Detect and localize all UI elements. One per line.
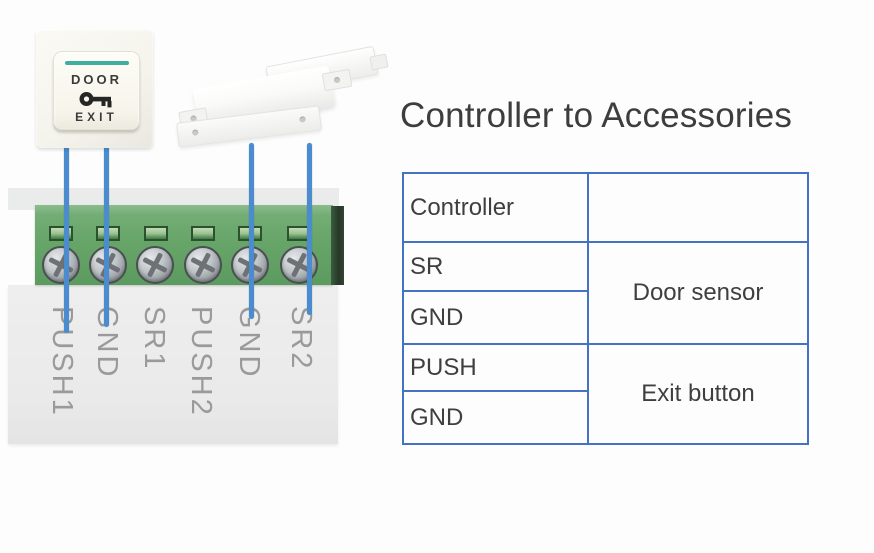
page-title: Controller to Accessories — [400, 96, 793, 135]
door-sensor-device — [175, 45, 380, 150]
screw-hole — [299, 116, 306, 123]
terminal-slot — [144, 226, 168, 241]
controller-case-panel — [8, 285, 338, 444]
terminal-screw — [42, 246, 80, 284]
terminal-screw — [136, 246, 174, 284]
terminal-slot — [49, 226, 73, 241]
terminal-label-push1: PUSH1 — [46, 306, 78, 418]
table-row: GND — [402, 390, 808, 445]
accessories-table: Controller SR Door sensor GND PUSH Exit … — [402, 172, 809, 445]
key-icon — [54, 90, 139, 108]
screw-hole — [191, 129, 199, 136]
exit-button-exit-label: EXIT — [75, 110, 118, 124]
table-cell-door-sensor: Door sensor — [587, 241, 809, 345]
wire-sensor-to-gnd — [249, 143, 254, 319]
door-sensor-mount-ear — [321, 68, 353, 92]
table-row: PUSH Exit button — [402, 343, 809, 445]
table-cell-exit-button: Exit button — [587, 343, 809, 445]
terminal-screw — [280, 246, 318, 284]
table-row: GND — [402, 290, 808, 345]
terminal-slot — [191, 226, 215, 241]
exit-button-accent-line — [64, 61, 129, 65]
table-row: Controller — [402, 172, 809, 243]
exit-button-face: DOOR EXIT — [53, 51, 140, 130]
terminal-label-push2: PUSH2 — [185, 306, 217, 418]
table-row: SR Door sensor — [402, 241, 809, 345]
photo-backdrop-band — [8, 188, 339, 210]
terminal-label-sr2: SR2 — [285, 306, 317, 372]
wire-exit-to-push1 — [64, 146, 69, 333]
terminal-screw — [184, 246, 222, 284]
wire-sensor-to-sr2 — [307, 143, 312, 315]
table-cell-gnd2: GND — [402, 390, 589, 445]
table-cell-controller: Controller — [402, 172, 589, 243]
table-cell-empty — [587, 172, 809, 243]
terminal-block-side-edge — [331, 206, 344, 285]
wire-exit-to-gnd — [104, 146, 109, 327]
table-cell-sr: SR — [402, 241, 589, 292]
exit-button-door-label: DOOR — [71, 72, 122, 87]
terminal-label-sr1: SR1 — [138, 306, 170, 372]
exit-button-device: DOOR EXIT — [36, 29, 153, 148]
table-cell-push: PUSH — [402, 343, 589, 392]
table-cell-gnd: GND — [402, 290, 589, 345]
screw-hole — [333, 76, 341, 84]
